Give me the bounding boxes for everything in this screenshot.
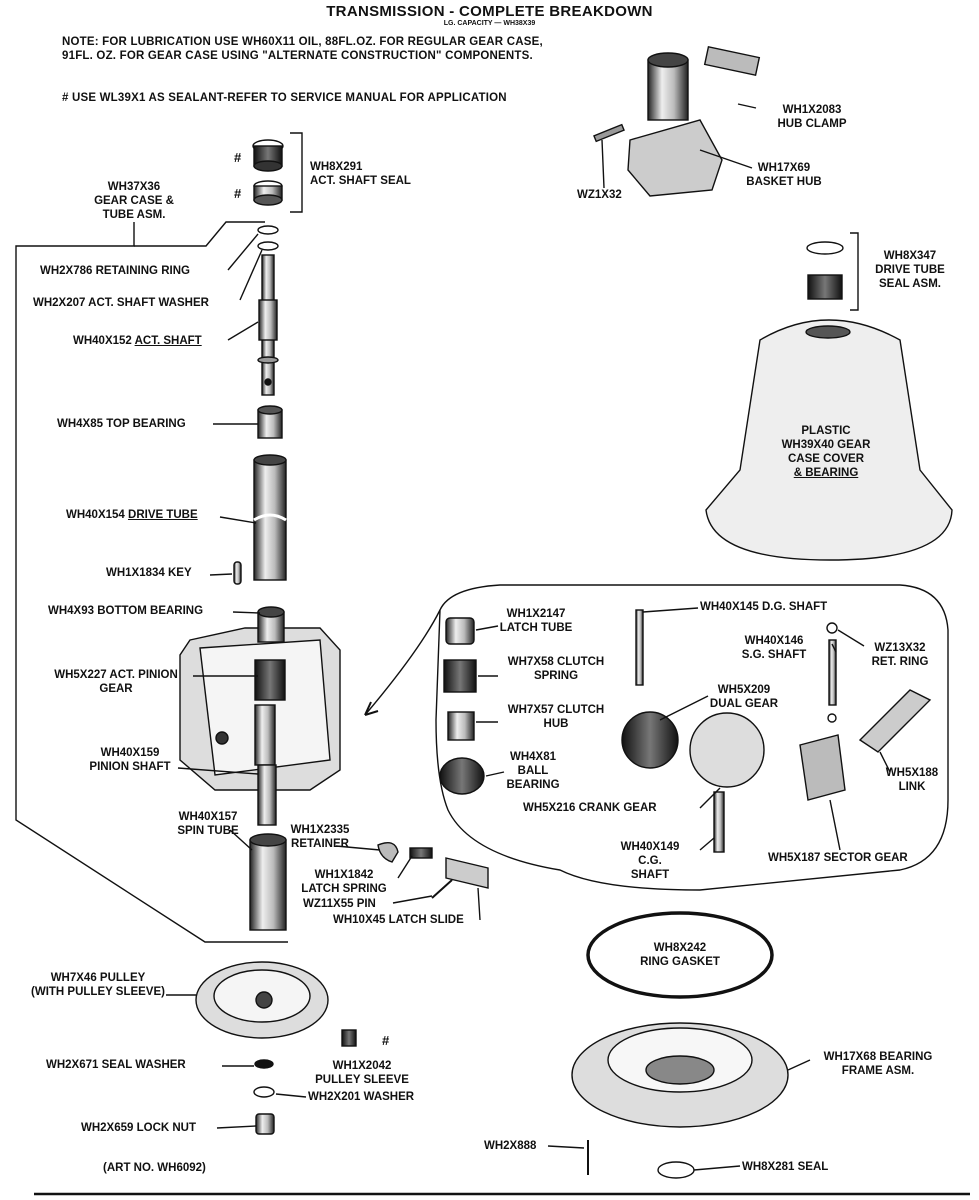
part-label-seal-washer: WH2X671 SEAL WASHER bbox=[46, 1059, 186, 1071]
part-label-bottom-bearing: WH4X93 BOTTOM BEARING bbox=[48, 605, 204, 617]
crank-gear-drawing bbox=[689, 712, 765, 788]
spin-tube-drawing bbox=[249, 833, 287, 931]
latch-tube-drawing bbox=[445, 617, 475, 645]
clutch-hub-drawing bbox=[447, 711, 475, 741]
retainer-drawing bbox=[377, 842, 399, 863]
part-label-screw: WZ1X32 bbox=[577, 189, 622, 201]
gear-case-bracket-line bbox=[15, 222, 288, 943]
screw-drawing bbox=[593, 123, 625, 143]
seal-washer-drawing bbox=[254, 1059, 274, 1069]
gear-case-body-drawing bbox=[179, 606, 341, 826]
act-shaft-drawing bbox=[257, 254, 279, 396]
diagram-title: TRANSMISSION - COMPLETE BREAKDOWN bbox=[326, 3, 653, 20]
washer-drawing bbox=[253, 1086, 275, 1098]
retaining-ring-drawing bbox=[257, 225, 279, 235]
part-label-act-shaft-washer: WH2X207 ACT. SHAFT WASHER bbox=[33, 297, 209, 309]
part-label-pin: WZ11X55 PIN bbox=[303, 898, 376, 910]
link-drawing bbox=[858, 689, 932, 753]
sg-shaft-drawing bbox=[828, 639, 837, 706]
lubrication-note-line-1: NOTE: FOR LUBRICATION USE WH60X11 OIL, 8… bbox=[62, 36, 543, 48]
sealant-hash-mark: # bbox=[382, 1033, 390, 1048]
gear-group-frame bbox=[435, 584, 949, 891]
sector-gear-drawing bbox=[799, 734, 846, 801]
clutch-spring-drawing bbox=[443, 659, 477, 693]
dg-shaft-drawing bbox=[635, 609, 644, 686]
part-label-bottom-seal: WH8X281 SEAL bbox=[742, 1161, 829, 1173]
latch-slide-drawing bbox=[445, 857, 489, 889]
part-label-drive-tube: WH40X154 DRIVE TUBE bbox=[66, 509, 198, 521]
sealant-note: # USE WL39X1 AS SEALANT-REFER TO SERVICE… bbox=[62, 92, 507, 104]
ring-gasket-drawing bbox=[586, 911, 774, 999]
part-label-dg-shaft: WH40X145 D.G. SHAFT bbox=[700, 601, 828, 613]
ret-ring-drawing bbox=[826, 622, 838, 634]
part-label-pulley: WH7X46 PULLEY(WITH PULLEY SLEEVE) bbox=[31, 972, 165, 998]
cg-shaft-drawing bbox=[713, 791, 725, 853]
lock-nut-drawing bbox=[255, 1113, 275, 1135]
art-number: (ART NO. WH6092) bbox=[103, 1162, 206, 1174]
sealant-hash-mark: # bbox=[234, 186, 242, 201]
pulley-drawing bbox=[195, 961, 329, 1039]
diagram-subtitle: LG. CAPACITY — WH38X39 bbox=[443, 20, 536, 27]
gear-case-bracket-line-2 bbox=[134, 221, 265, 247]
bearing-frame-drawing bbox=[571, 1022, 789, 1128]
part-label-top-bearing: WH4X85 TOP BEARING bbox=[57, 418, 186, 430]
drive-tube-drawing bbox=[253, 454, 287, 581]
act-shaft-seal-drawing bbox=[252, 132, 303, 213]
part-label-washer: WH2X201 WASHER bbox=[308, 1091, 415, 1103]
dual-gear-drawing bbox=[621, 711, 679, 769]
part-label-lock-nut: WH2X659 LOCK NUT bbox=[81, 1122, 197, 1134]
hub-clamp-drawing bbox=[703, 45, 761, 77]
lubrication-note-line-2: 91FL. OZ. FOR GEAR CASE USING "ALTERNATE… bbox=[62, 50, 533, 62]
gear-case-cover-drawing bbox=[705, 319, 953, 561]
part-label-retaining-ring: WH2X786 RETAINING RING bbox=[40, 265, 190, 277]
ball-bearing-drawing bbox=[439, 757, 485, 795]
key-drawing bbox=[233, 561, 242, 585]
pin-drawing bbox=[431, 879, 453, 899]
latch-spring-drawing bbox=[409, 847, 433, 859]
part-label-wh2x888: WH2X888 bbox=[484, 1140, 537, 1152]
part-label-sector-gear: WH5X187 SECTOR GEAR bbox=[768, 852, 908, 864]
basket-hub-drawing bbox=[627, 52, 723, 197]
part-label-crank-gear: WH5X216 CRANK GEAR bbox=[523, 802, 657, 814]
pulley-sleeve-drawing bbox=[341, 1029, 357, 1047]
sealant-hash-mark: # bbox=[234, 150, 242, 165]
drive-tube-seal-drawing bbox=[807, 274, 843, 300]
part-label-key: WH1X1834 KEY bbox=[106, 567, 192, 579]
part-label-latch-slide: WH10X45 LATCH SLIDE bbox=[333, 914, 464, 926]
top-bearing-drawing bbox=[257, 405, 283, 439]
bottom-seal-drawing bbox=[657, 1161, 695, 1179]
part-label-act-shaft: WH40X152 ACT. SHAFT bbox=[73, 335, 202, 347]
gear-group-callout-arrow bbox=[364, 609, 441, 716]
act-shaft-washer-drawing bbox=[257, 241, 279, 251]
